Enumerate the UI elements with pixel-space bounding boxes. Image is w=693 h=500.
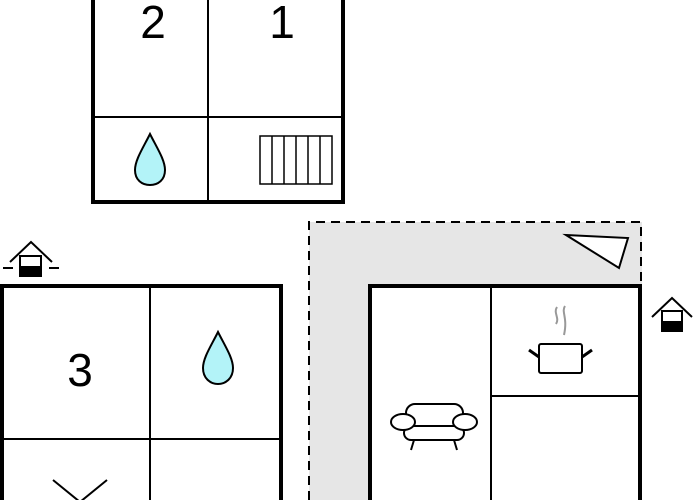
radiator-icon	[259, 135, 333, 185]
bed-chevron-icon	[52, 479, 108, 500]
room-label-2: 2	[140, 0, 166, 48]
room-label-1: 1	[269, 0, 295, 48]
lower-left-unit: 3	[0, 284, 283, 500]
water-drop-icon	[133, 131, 167, 187]
water-drop-icon	[201, 329, 235, 386]
lower-right-unit	[368, 284, 642, 500]
room-label-3: 3	[67, 344, 93, 396]
entrance-house-icon	[3, 240, 59, 277]
upper-unit: 2 1	[91, 0, 345, 204]
terrace-area	[308, 221, 642, 500]
cooking-pot-icon	[528, 305, 593, 374]
entrance-house-icon	[651, 296, 693, 332]
terrace-triangle-icon	[562, 233, 630, 270]
sofa-icon	[390, 403, 478, 451]
